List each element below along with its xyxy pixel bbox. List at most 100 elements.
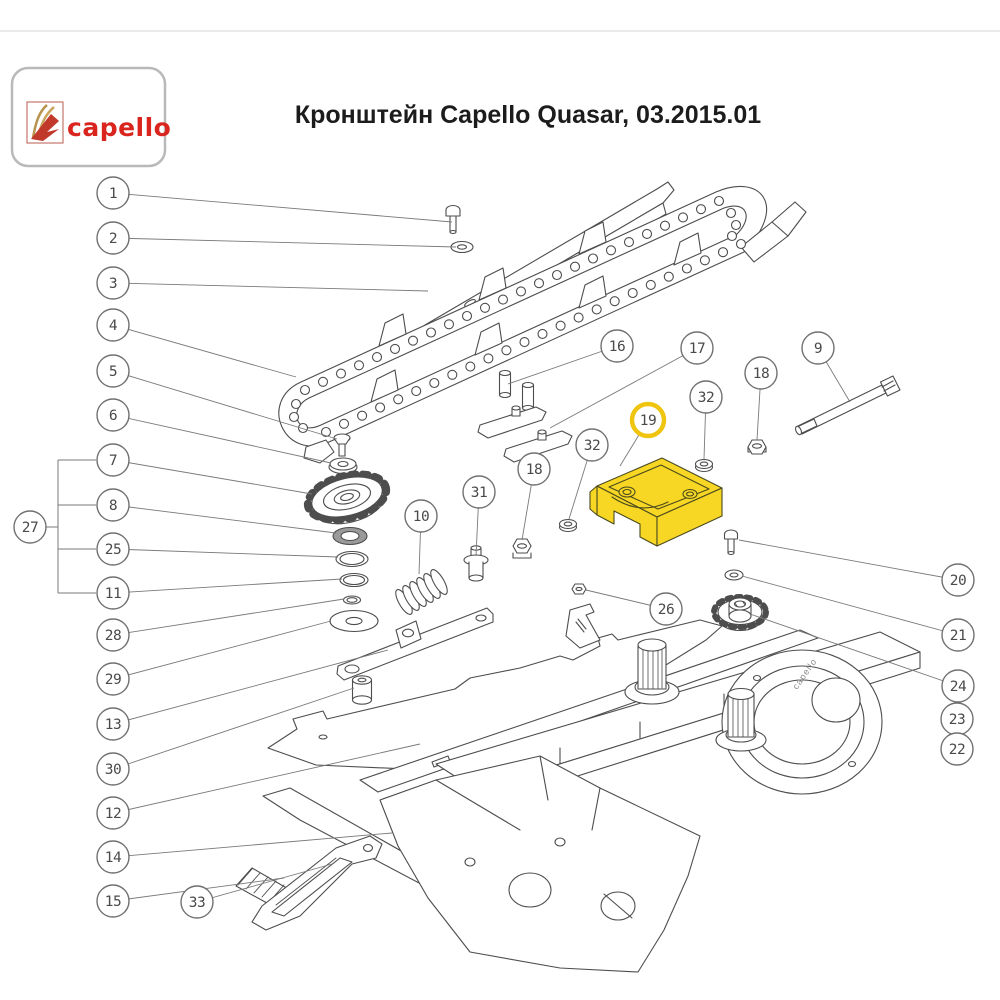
sprocket-part-7: [303, 470, 391, 525]
logo-corn-icon: [26, 101, 64, 144]
leader-line-3: [112, 282, 429, 292]
leader-line-1: [112, 192, 453, 223]
callout-circle-10: [404, 499, 438, 533]
washer-part-2: [450, 240, 474, 254]
ring-part-25: [335, 550, 369, 568]
leader-line-5: [112, 370, 338, 440]
callout-number-9: 9: [814, 341, 822, 357]
callout-number-32: 32: [584, 438, 600, 454]
leader-line-6: [112, 414, 332, 464]
callout-circle-27: [13, 510, 47, 544]
callout-number-16: 16: [609, 339, 625, 355]
bolt-part-9: [794, 375, 901, 436]
callout-number-27: 27: [22, 520, 38, 536]
callout-circle-17: [680, 331, 714, 365]
leader-line-7: [112, 459, 313, 495]
callout-number-17: 17: [689, 341, 705, 357]
callout-number-3: 3: [109, 276, 117, 292]
leader-line-12: [112, 743, 421, 814]
washer-part-32-right: [694, 458, 714, 473]
bolt-part-1: [445, 204, 461, 235]
callout-circle-33: [180, 885, 214, 919]
callout-number-8: 8: [109, 498, 117, 514]
bracket-part-19-highlighted: [589, 457, 723, 547]
nut-part-18-right: [747, 439, 767, 455]
callout-circle-20: [941, 563, 975, 597]
leader-line-28: [112, 598, 345, 636]
callout-circle-22: [940, 732, 974, 766]
nut-part-18-left: [512, 538, 532, 559]
callout-number-10: 10: [413, 509, 429, 525]
leader-line-13: [112, 649, 389, 725]
callout-number-15: 15: [105, 894, 121, 910]
leader-line-11: [112, 578, 343, 594]
callout-number-18: 18: [753, 366, 769, 382]
chain-pin-part-17: [521, 381, 535, 412]
leader-line-33: [196, 863, 333, 903]
callout-number-32: 32: [698, 390, 714, 406]
callout-circle-1: [96, 176, 130, 210]
washer-part-21: [724, 569, 744, 581]
callout-number-29: 29: [105, 672, 121, 688]
callout-circle-32: [575, 428, 609, 462]
washer-part-32-left: [558, 518, 578, 533]
callout-number-22: 22: [949, 742, 965, 758]
leader-line-17: [549, 347, 698, 429]
support-bracket-part-33: [235, 835, 383, 931]
callout-number-23: 23: [949, 712, 965, 728]
callout-circle-26: [649, 592, 683, 626]
callout-circle-31: [462, 475, 496, 509]
callout-circle-8: [96, 488, 130, 522]
nut-part-26: [571, 583, 587, 595]
callout-circle-32: [689, 380, 723, 414]
callout-number-7: 7: [109, 453, 117, 469]
leader-line-29: [112, 620, 332, 680]
capello-logo: capello: [10, 66, 171, 168]
callout-circle-2: [96, 221, 130, 255]
callout-circle-18: [517, 452, 551, 486]
callout-circle-4: [96, 308, 130, 342]
ring-part-11: [339, 572, 369, 588]
leader-line-20: [738, 539, 959, 581]
frame-assembly: [262, 603, 921, 973]
sprocket-part-24: [711, 594, 769, 632]
callout-number-33: 33: [189, 895, 205, 911]
callout-circle-25: [96, 532, 130, 566]
callout-circle-18: [744, 356, 778, 390]
callout-number-25: 25: [105, 542, 121, 558]
callout-circle-12: [96, 796, 130, 830]
spring-part-10: [395, 569, 448, 615]
callout-number-1: 1: [109, 186, 117, 202]
leader-line-4: [112, 324, 297, 378]
callout-number-31: 31: [471, 485, 487, 501]
callout-number-2: 2: [109, 231, 117, 247]
callout-circle-14: [96, 840, 130, 874]
callout-number-21: 21: [950, 628, 966, 644]
callout-circle-7: [96, 443, 130, 477]
callout-circle-15: [96, 884, 130, 918]
callout-circle-3: [96, 266, 130, 300]
callout-number-14: 14: [105, 850, 122, 866]
leader-line-8: [112, 504, 337, 534]
leader-line-14: [112, 832, 393, 858]
callout-number-18: 18: [526, 462, 542, 478]
callout-circle-16: [600, 329, 634, 363]
callout-number-19: 19: [640, 413, 656, 429]
bushing-part-30: [351, 675, 373, 705]
chain-pin-part-16: [498, 369, 512, 399]
leader-line-25: [112, 548, 339, 558]
leader-line-24: [749, 613, 959, 687]
leader-line-2: [112, 237, 457, 248]
ring-part-28: [342, 595, 362, 605]
callout-number-6: 6: [109, 408, 117, 424]
callout-number-12: 12: [105, 806, 121, 822]
leader-line-30: [112, 687, 355, 770]
callout-number-24: 24: [950, 679, 967, 695]
leader-line-16: [507, 345, 618, 385]
washer-part-29: [329, 609, 379, 633]
screw-part-5: [333, 433, 351, 457]
washer-cap-part-6: [328, 457, 358, 475]
callout-number-5: 5: [109, 364, 117, 380]
